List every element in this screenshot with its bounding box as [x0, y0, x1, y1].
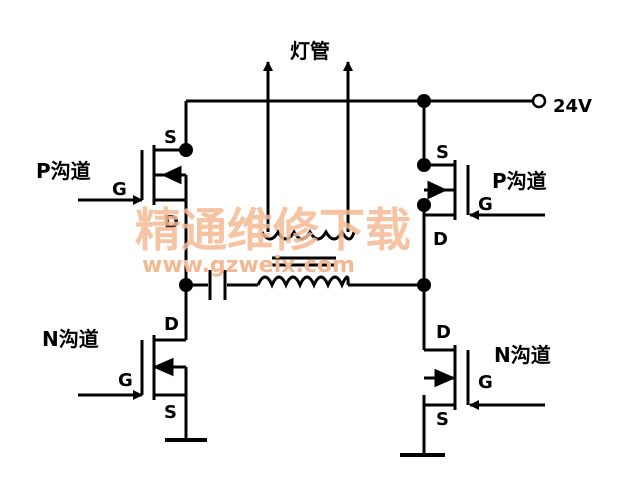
inductor-coil [256, 275, 350, 289]
tl-channel-label: P沟道 [36, 159, 91, 183]
node-top-right [417, 94, 431, 108]
mosfet-top-right [424, 160, 545, 220]
capacitor [208, 270, 227, 300]
br-gate-label: G [478, 372, 493, 393]
tr-channel-label: P沟道 [492, 169, 547, 193]
node-right-drain [417, 198, 431, 212]
br-source-label: S [436, 409, 449, 430]
node-left-mid [179, 278, 193, 292]
watermark-url: www.gzweix.com [142, 253, 355, 278]
bl-source-label: S [164, 402, 177, 423]
br-drain-label: D [436, 322, 451, 343]
watermark-title: 精通维修下载 [135, 203, 411, 257]
bl-gate-label: G [118, 370, 133, 391]
nodes [179, 94, 431, 292]
tl-gate-label: G [112, 179, 127, 200]
supply-terminal [531, 93, 547, 109]
bl-drain-label: D [164, 314, 179, 335]
tl-source-label: S [164, 127, 177, 148]
supply-label: 24V [553, 96, 592, 117]
mosfet-bottom-right [400, 345, 545, 457]
lamp-label: 灯管 [290, 39, 330, 63]
br-channel-label: N沟道 [494, 343, 551, 367]
tl-drain-label: D [164, 212, 179, 233]
mosfet-bottom-left [78, 330, 207, 442]
tr-source-label: S [436, 142, 449, 163]
secondary-coil [260, 228, 356, 241]
bl-channel-label: N沟道 [42, 327, 99, 351]
tr-drain-label: D [433, 229, 448, 250]
node-right-mid [417, 278, 431, 292]
mosfet-top-left [78, 145, 188, 205]
wires [184, 99, 533, 455]
tr-gate-label: G [478, 194, 493, 215]
